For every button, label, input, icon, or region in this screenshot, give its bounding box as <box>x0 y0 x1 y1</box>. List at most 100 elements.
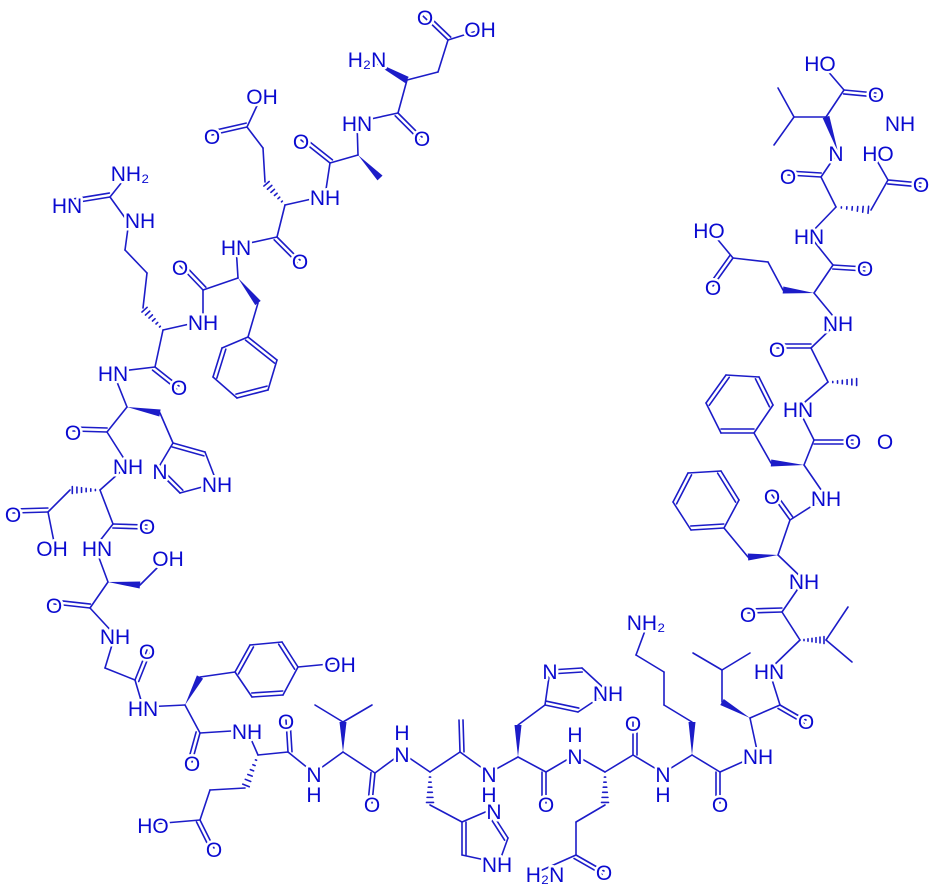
wedge-bond <box>720 698 750 718</box>
single-bond <box>179 482 218 494</box>
single-bond <box>397 79 408 114</box>
wedge-bond <box>770 459 804 467</box>
atom-label: O <box>139 516 155 539</box>
double-bond <box>771 491 795 521</box>
double-bond <box>776 343 812 349</box>
single-bond <box>825 639 853 663</box>
single-bond <box>635 654 665 673</box>
single-bond <box>797 407 815 441</box>
single-bond <box>142 272 148 309</box>
single-bond <box>246 94 263 128</box>
single-bond <box>234 671 253 698</box>
double-bond <box>754 376 774 408</box>
single-bond <box>99 464 129 491</box>
double-bond <box>235 385 269 399</box>
single-bond <box>104 667 136 681</box>
atom-label: NH <box>885 113 915 136</box>
single-bond <box>429 804 463 823</box>
single-bond <box>517 704 546 726</box>
atom-label: HN <box>754 661 784 684</box>
wedge-bond <box>688 722 696 755</box>
double-bond <box>813 439 854 445</box>
atom-label: H <box>481 784 496 807</box>
single-bond <box>162 320 204 331</box>
atom-label: O <box>769 339 785 362</box>
atom-label: H₂N <box>348 49 386 72</box>
atom-label: N <box>481 764 496 787</box>
double-bond <box>156 466 184 494</box>
atom-label: H <box>306 784 321 807</box>
single-bond <box>723 499 740 529</box>
atom-label: OH <box>36 538 68 561</box>
single-bond <box>781 579 805 613</box>
single-bond <box>284 195 326 206</box>
double-bond <box>549 667 584 675</box>
single-bond <box>99 489 114 525</box>
single-bond <box>221 336 249 349</box>
atom-label: OH <box>324 654 356 677</box>
single-bond <box>577 691 609 713</box>
atom-label: O <box>5 504 21 527</box>
hash-bond <box>803 635 825 645</box>
atom-label: O <box>171 377 187 400</box>
single-bond <box>89 607 116 636</box>
atom-label: O <box>414 128 430 151</box>
wedge-bond <box>747 553 778 561</box>
atom-label: HN <box>794 226 824 249</box>
atom-label: HO <box>137 815 169 838</box>
single-bond <box>282 666 299 696</box>
single-bond <box>199 789 211 821</box>
atom-label: O <box>845 431 861 454</box>
single-bond <box>94 546 109 583</box>
single-bond <box>134 679 144 708</box>
atom-label: HN <box>342 113 372 136</box>
hash-bond <box>831 377 858 387</box>
single-bond <box>287 751 315 774</box>
double-bond <box>53 599 92 609</box>
double-bond <box>234 644 255 675</box>
single-bond <box>154 329 164 368</box>
atom-label: OH <box>464 19 496 42</box>
atom-label: O <box>65 422 81 445</box>
single-bond <box>808 206 837 236</box>
hash-bond <box>263 180 284 203</box>
single-bond <box>106 431 129 466</box>
single-bond <box>257 751 289 756</box>
single-bond <box>313 751 344 774</box>
single-bond <box>768 669 781 706</box>
single-bond <box>89 581 109 609</box>
double-bond <box>573 854 605 876</box>
atom-label: HO <box>804 53 836 76</box>
single-bond <box>184 704 201 734</box>
single-bond <box>797 381 829 409</box>
double-bond <box>716 470 740 503</box>
single-bond <box>575 804 606 823</box>
atom-label: NH <box>482 854 512 877</box>
double-bond <box>112 523 148 530</box>
single-bond <box>870 179 889 211</box>
single-bond <box>406 71 439 81</box>
atom-label: O <box>204 126 220 149</box>
single-bond <box>813 292 839 323</box>
atom-label: HN <box>783 399 813 422</box>
double-bond <box>720 428 755 434</box>
atom-label: HO <box>693 220 725 243</box>
hash-bond <box>241 759 258 788</box>
single-bond <box>705 402 722 434</box>
single-bond <box>871 151 889 181</box>
atom-label: O <box>278 711 294 734</box>
double-bond <box>72 426 108 433</box>
atom-label: NH <box>789 571 819 594</box>
single-bond <box>753 432 772 464</box>
single-bond <box>574 754 606 773</box>
single-bond <box>94 523 114 548</box>
single-bond <box>725 374 760 378</box>
double-bond <box>689 523 725 531</box>
single-bond <box>106 406 128 433</box>
single-bond <box>767 261 784 291</box>
single-bond <box>498 837 509 864</box>
double-bond <box>212 347 227 379</box>
single-bond <box>813 264 834 294</box>
single-bond <box>461 854 500 864</box>
double-bond <box>458 719 465 753</box>
